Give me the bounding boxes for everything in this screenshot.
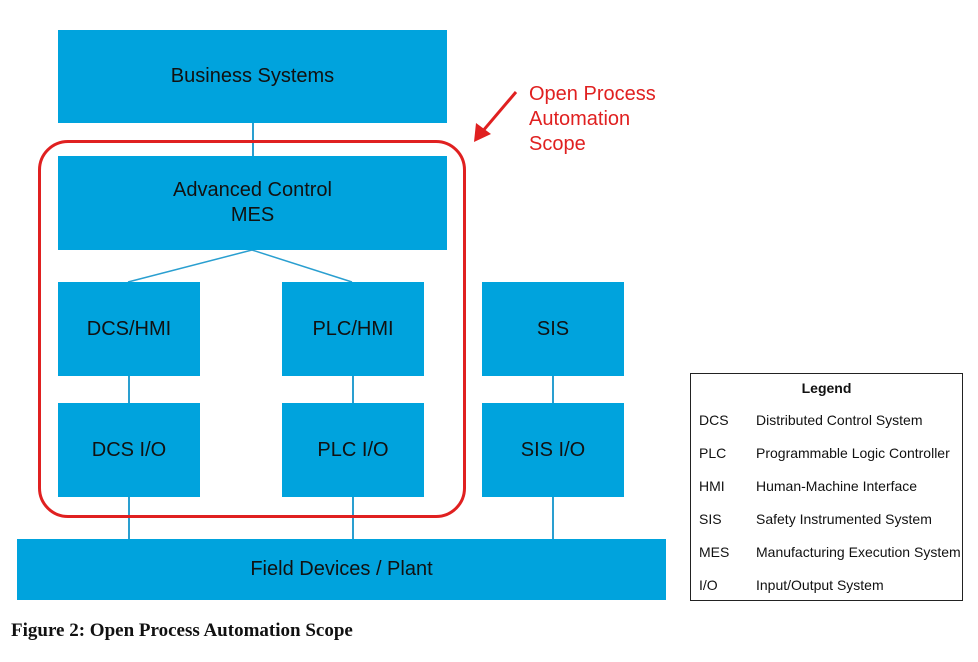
scope-annotation: Open Process Automation Scope [529,82,656,157]
open-process-automation-scope-outline [38,140,466,518]
figure-caption: Figure 2: Open Process Automation Scope [11,620,353,641]
legend-definition: Human-Machine Interface [756,478,918,494]
business-systems-label: Business Systems [170,65,335,87]
legend-row: DCS Distributed Control System [699,412,958,432]
connector-dcs-hmi-io [128,376,130,403]
field-devices-label: Field Devices / Plant [250,558,433,580]
plc-hmi-box: PLC/HMI [282,282,424,376]
dcs-hmi-box: DCS/HMI [58,282,200,376]
legend-definition: Programmable Logic Controller [756,445,950,461]
connector-plc-io-field [352,497,354,539]
scope-arrow-head [474,123,491,142]
dcs-io-box: DCS I/O [58,403,200,497]
mes-label: MES [230,204,275,226]
plc-io-box: PLC I/O [282,403,424,497]
scope-annotation-line3: Scope [529,133,586,155]
sis-io-box: SIS I/O [482,403,624,497]
connector-dcs-io-field [128,497,130,539]
connector-sis-io [552,376,554,403]
connector-advanced-plc-hmi [251,249,353,283]
sis-label: SIS [536,317,570,340]
sis-box: SIS [482,282,624,376]
legend-row: PLC Programmable Logic Controller [699,445,958,465]
legend-title: Legend [801,380,852,396]
legend-row: SIS Safety Instrumented System [699,511,958,531]
legend-definition: Distributed Control System [756,412,923,428]
legend-definition: Safety Instrumented System [756,511,932,527]
plc-hmi-label: PLC/HMI [312,317,394,340]
connector-business-advanced [252,123,254,156]
legend-row: HMI Human-Machine Interface [699,478,958,498]
connector-sis-io-field [552,497,554,539]
connector-advanced-dcs-hmi [127,249,253,283]
sis-io-label: SIS I/O [520,438,586,461]
legend-abbr: MES [699,544,730,560]
scope-annotation-line2: Automation [529,108,631,130]
dcs-io-label: DCS I/O [91,438,167,461]
field-devices-box: Field Devices / Plant [17,539,666,600]
legend-abbr: PLC [699,445,727,461]
legend-abbr: HMI [699,478,725,494]
business-systems-box: Business Systems [58,30,447,123]
legend-abbr: DCS [699,412,729,428]
connector-plc-hmi-io [352,376,354,403]
legend: Legend DCS Distributed Control System PL… [690,373,963,601]
legend-definition: Input/Output System [756,577,884,593]
plc-io-label: PLC I/O [317,438,389,461]
legend-abbr: SIS [699,511,722,527]
legend-row: I/O Input/Output System [699,577,958,597]
advanced-control-label: Advanced Control [173,179,332,201]
scope-arrow-shaft [480,91,518,133]
legend-abbr: I/O [699,577,718,593]
legend-row: MES Manufacturing Execution System [699,544,961,564]
legend-definition: Manufacturing Execution System [756,544,961,560]
scope-annotation-line1: Open Process [529,83,656,105]
advanced-control-box: Advanced Control MES [58,156,447,250]
dcs-hmi-label: DCS/HMI [86,317,172,340]
